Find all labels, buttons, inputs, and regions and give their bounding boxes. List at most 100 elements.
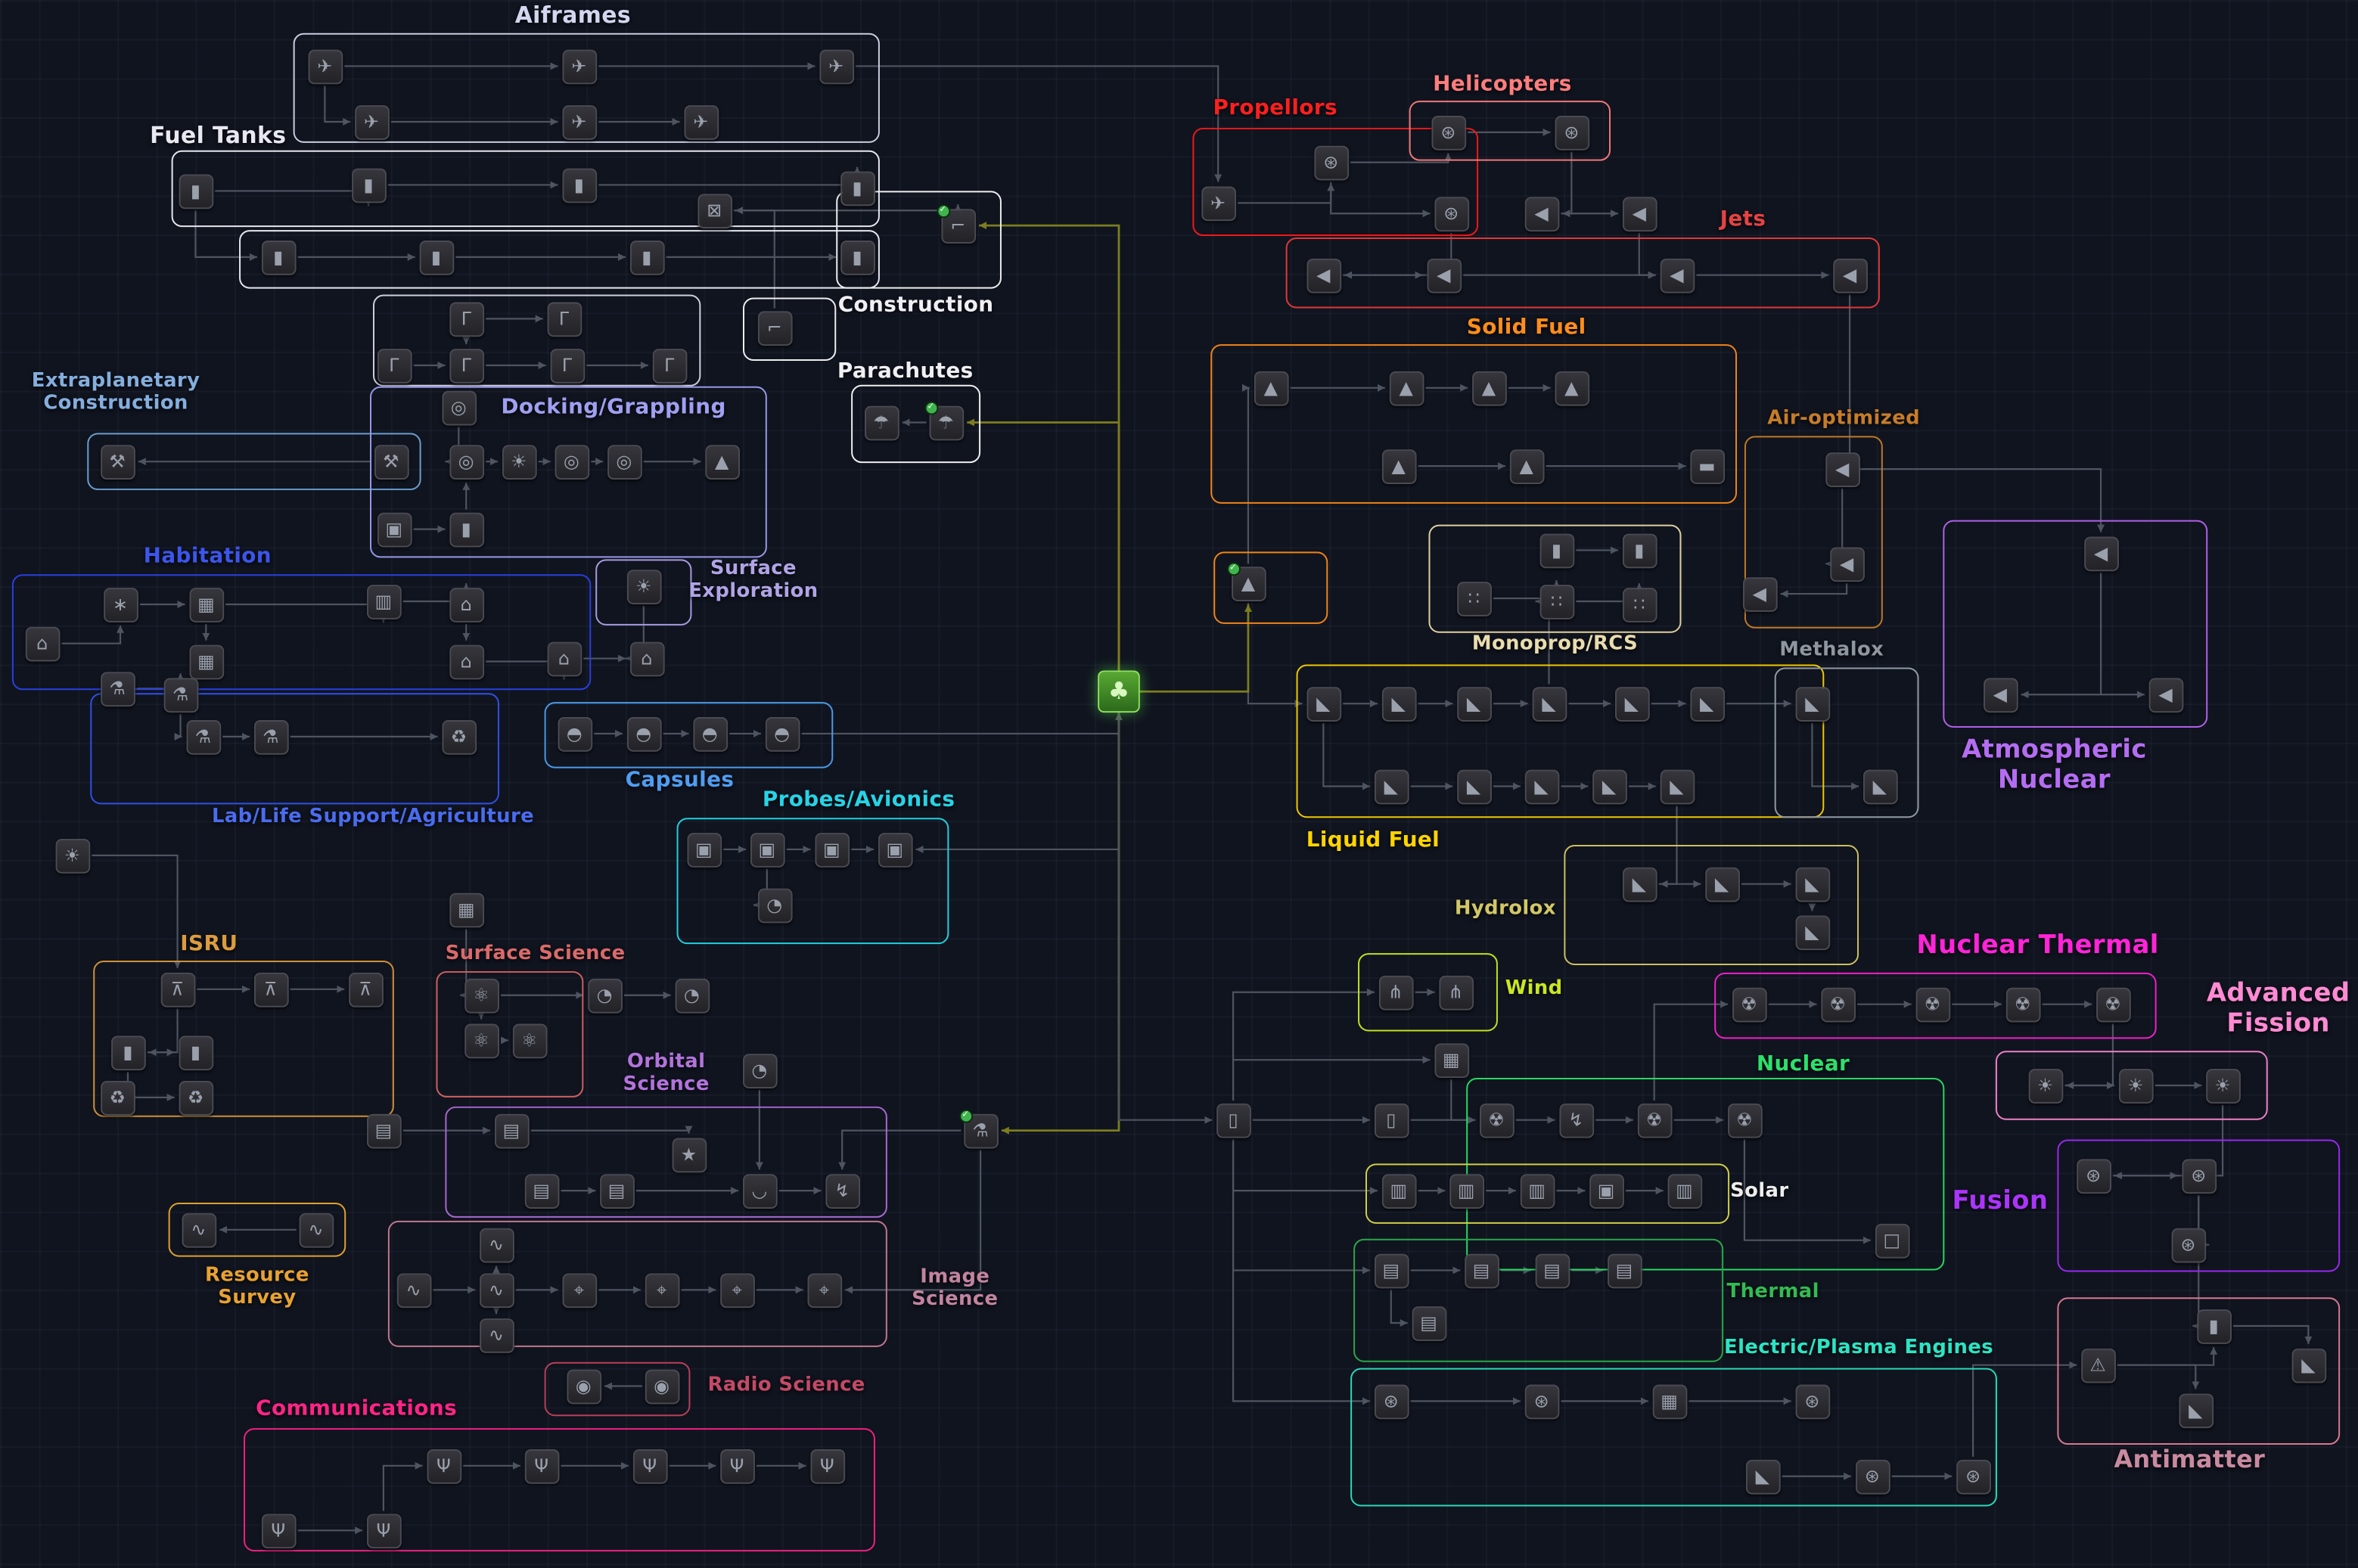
tech-node-th4[interactable]: ▤: [1607, 1253, 1642, 1288]
tech-node-a5[interactable]: ✈: [561, 104, 597, 139]
tech-node-st3[interactable]: ⚗✓: [958, 1108, 998, 1148]
tech-node-sf6[interactable]: ▲: [1508, 449, 1544, 483]
tech-node-am3[interactable]: ◣: [2291, 1347, 2326, 1383]
tech-node-i1[interactable]: ⊼: [160, 971, 195, 1007]
tech-node-lf10[interactable]: ◣: [1592, 768, 1626, 804]
tech-node-rt3[interactable]: ▦: [1434, 1042, 1469, 1078]
tech-node-i7[interactable]: ♻: [178, 1080, 213, 1115]
tech-node-f4[interactable]: ▮: [840, 170, 875, 206]
tech-node-hy1[interactable]: ◣: [1621, 866, 1657, 902]
tech-node-h1[interactable]: ∗: [103, 587, 138, 622]
tech-node-o4[interactable]: ▤: [523, 1173, 559, 1208]
tech-node-lf4[interactable]: ◣: [1531, 686, 1567, 722]
tech-node-hy2[interactable]: ◣: [1704, 866, 1739, 902]
tech-node-ep2[interactable]: ⊛: [1524, 1383, 1559, 1419]
tech-node-pr2[interactable]: ▣: [749, 832, 784, 867]
tech-node-ra2[interactable]: ◉: [644, 1368, 679, 1404]
tech-node-i4[interactable]: ▮: [110, 1035, 145, 1070]
tech-node-lf7[interactable]: ◣: [1373, 768, 1409, 804]
tech-node-h7[interactable]: ⌂: [449, 644, 484, 679]
tech-node-lf1[interactable]: ◣: [1306, 686, 1341, 722]
tech-node-pr1[interactable]: ▣: [686, 832, 722, 867]
tech-node-so3[interactable]: ▥: [1519, 1173, 1555, 1208]
tech-node-th1[interactable]: ▤: [1373, 1253, 1409, 1288]
tech-node-ao1[interactable]: ◀: [1825, 452, 1860, 486]
tech-node-ra1[interactable]: ◉: [566, 1368, 601, 1404]
tech-node-co5[interactable]: Ψ: [260, 1513, 296, 1548]
tech-node-an1[interactable]: ◀: [2083, 536, 2118, 571]
tech-node-nu2[interactable]: ↯: [1558, 1102, 1594, 1138]
tech-node-ep1[interactable]: ⊛: [1373, 1383, 1409, 1419]
tech-node-j5[interactable]: ◀: [1659, 257, 1695, 293]
tech-node-f3[interactable]: ▮: [561, 167, 597, 203]
tech-node-m1[interactable]: Γ: [449, 301, 484, 337]
tech-node-afi3[interactable]: ☀: [2205, 1068, 2240, 1103]
tech-node-so5[interactable]: ▥: [1667, 1173, 1702, 1208]
tech-node-im1[interactable]: ∿: [396, 1272, 431, 1308]
tech-node-nu4[interactable]: ☢: [1727, 1102, 1762, 1138]
tech-node-cp2[interactable]: ◓: [626, 716, 661, 751]
tech-node-sx1[interactable]: ☀: [626, 569, 661, 604]
tech-node-im7[interactable]: ⌖: [719, 1272, 754, 1308]
start-node-S[interactable]: ♣: [1098, 670, 1140, 713]
tech-node-so2[interactable]: ▥: [1449, 1173, 1484, 1208]
tech-node-dk5[interactable]: ◎: [607, 444, 642, 480]
tech-node-sf5[interactable]: ▲: [1381, 449, 1416, 483]
tech-node-st1[interactable]: ☀: [54, 838, 90, 873]
tech-node-sf3[interactable]: ▲: [1471, 370, 1506, 405]
tech-node-im3[interactable]: ∿: [479, 1272, 514, 1308]
tech-node-lf11[interactable]: ◣: [1659, 768, 1695, 804]
tech-node-dk3[interactable]: ☀: [501, 444, 536, 480]
tech-node-w1[interactable]: ⋔: [1378, 974, 1413, 1010]
tech-node-fu2[interactable]: ⊛: [2181, 1158, 2217, 1194]
tech-node-ss3[interactable]: ⚛: [511, 1023, 547, 1058]
tech-node-f5[interactable]: ▮: [260, 240, 296, 275]
tech-node-h8[interactable]: ⌂: [546, 641, 582, 676]
tech-node-a6[interactable]: ✈: [683, 104, 719, 139]
tech-node-lf3[interactable]: ◣: [1456, 686, 1491, 722]
tech-node-m5[interactable]: Γ: [549, 348, 585, 383]
tech-node-i2[interactable]: ⊼: [253, 971, 288, 1007]
tech-node-l1[interactable]: ⚗: [100, 671, 135, 706]
tech-node-cp1[interactable]: ◓: [557, 716, 592, 751]
tech-node-rt1[interactable]: ▯: [1216, 1102, 1250, 1138]
tech-node-sf4[interactable]: ▲: [1554, 370, 1589, 405]
tech-node-j4[interactable]: ◀: [1426, 257, 1462, 293]
tech-node-h4[interactable]: ⌂: [449, 587, 484, 622]
tech-node-j1[interactable]: ◀: [1524, 196, 1559, 231]
tech-node-dk6[interactable]: ▲: [704, 444, 740, 480]
tech-node-l3[interactable]: ⚗: [185, 719, 221, 754]
tech-node-dk2[interactable]: ◎: [449, 444, 484, 480]
tech-node-m6[interactable]: Γ: [651, 348, 687, 383]
tech-node-dk1[interactable]: ◎: [441, 390, 477, 425]
tech-node-a1[interactable]: ✈: [307, 48, 343, 84]
tech-node-lf9[interactable]: ◣: [1524, 768, 1559, 804]
tech-node-mo1[interactable]: ▮: [1539, 532, 1574, 568]
tech-node-afi2[interactable]: ☀: [2117, 1068, 2153, 1103]
tech-node-he2[interactable]: ⊛: [1554, 115, 1589, 150]
tech-node-mo2[interactable]: ▮: [1621, 532, 1657, 568]
tech-node-co6[interactable]: Ψ: [366, 1513, 401, 1548]
tech-node-l4[interactable]: ⚗: [253, 719, 288, 754]
tech-node-pr5[interactable]: ◔: [756, 887, 792, 923]
tech-node-mo5[interactable]: ∷: [1621, 587, 1657, 622]
tech-node-m4[interactable]: Γ: [449, 348, 484, 383]
tech-node-nt5[interactable]: ☢: [2095, 986, 2130, 1022]
tech-node-o7[interactable]: ↯: [825, 1173, 860, 1208]
tech-node-so1[interactable]: ▥: [1381, 1173, 1416, 1208]
tech-node-nu3[interactable]: ☢: [1636, 1102, 1672, 1138]
tech-node-f7[interactable]: ▮: [629, 240, 664, 275]
tech-node-nt1[interactable]: ☢: [1732, 986, 1766, 1022]
tech-node-f8[interactable]: ▮: [840, 240, 875, 275]
tech-node-im4[interactable]: ∿: [479, 1318, 514, 1352]
tech-node-so4[interactable]: ▣: [1589, 1173, 1623, 1208]
tech-node-mo3[interactable]: ∷: [1456, 581, 1491, 616]
tech-node-pp1[interactable]: ✈: [1201, 185, 1236, 221]
tech-node-ex2[interactable]: ⚒: [373, 444, 409, 480]
tech-node-am2[interactable]: ▮: [2196, 1309, 2232, 1343]
tech-node-co2[interactable]: Ψ: [523, 1448, 559, 1483]
tech-node-lf2[interactable]: ◣: [1381, 686, 1416, 722]
tech-node-h3[interactable]: ▥: [366, 584, 401, 619]
tech-node-i5[interactable]: ▮: [178, 1035, 213, 1070]
tech-node-m2[interactable]: Γ: [546, 301, 582, 337]
